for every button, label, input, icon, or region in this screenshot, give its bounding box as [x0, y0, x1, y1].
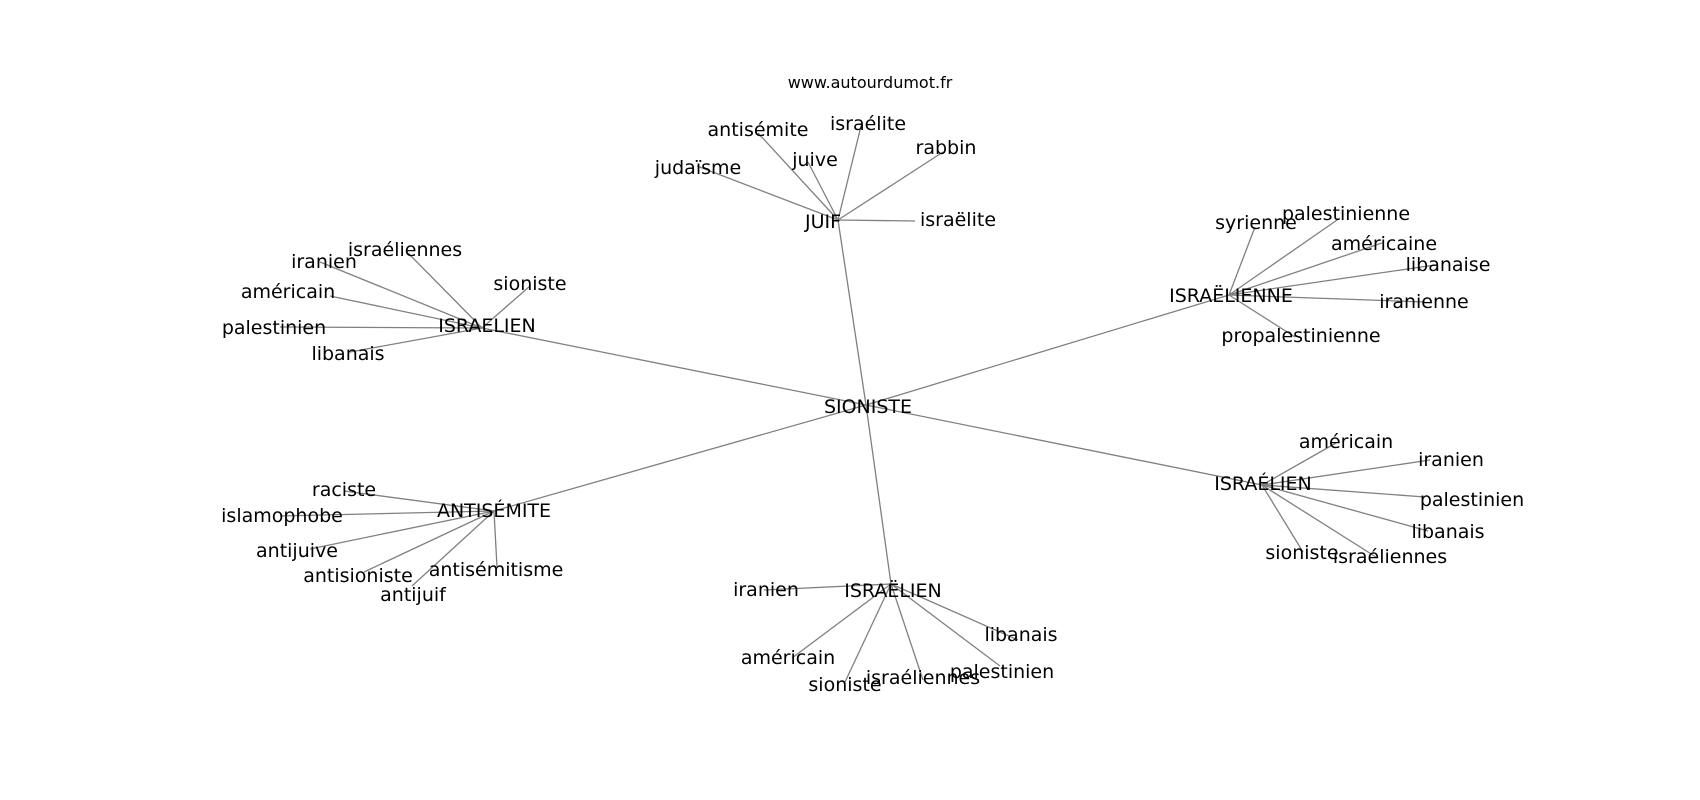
edge-root-cluster-5 [493, 404, 867, 512]
graph-labels: SIONISTE JUIF judaïsme antisémite juive israé… [221, 113, 1524, 696]
edge-cluster-3-child-0 [1261, 442, 1337, 486]
edge-cluster-2-child-1 [1228, 217, 1341, 296]
edge-cluster-3-child-4 [1261, 484, 1377, 558]
leaf-node-label[interactable]: israéliennes [1333, 546, 1447, 568]
edge-cluster-4-child-5 [890, 583, 924, 681]
leaf-node-label[interactable]: israéliennes [866, 667, 980, 689]
leaf-node-label[interactable]: palestinien [222, 317, 326, 339]
edge-cluster-0-child-4 [837, 151, 944, 221]
leaf-node-label[interactable]: antisioniste [303, 565, 413, 587]
leaf-node-label[interactable]: palestinienne [1282, 203, 1410, 225]
root-node-label[interactable]: SIONISTE [824, 396, 912, 418]
edge-cluster-4-child-2 [791, 583, 892, 659]
edge-cluster-2-child-2 [1228, 242, 1383, 296]
leaf-node-label[interactable]: propalestinienne [1221, 325, 1380, 347]
edge-cluster-3-child-2 [1261, 484, 1426, 498]
leaf-node-label[interactable]: iranien [291, 251, 357, 273]
leaf-node-label[interactable]: juive [791, 149, 838, 171]
leaf-node-label[interactable]: libanaise [1406, 254, 1491, 276]
edge-cluster-0-child-3 [837, 121, 863, 221]
leaf-node-label[interactable]: judaïsme [654, 157, 741, 179]
edge-cluster-1-child-3 [329, 295, 483, 329]
edge-cluster-3-child-3 [1261, 484, 1429, 532]
leaf-node-label[interactable]: rabbin [916, 137, 977, 159]
edge-cluster-1-child-5 [349, 327, 483, 353]
leaf-node-label[interactable]: libanais [984, 624, 1057, 646]
leaf-node-label[interactable]: islamophobe [221, 505, 343, 527]
leaf-node-label[interactable]: sioniste [1265, 542, 1338, 564]
edge-cluster-2-child-4 [1228, 294, 1426, 303]
edge-cluster-5-child-4 [411, 510, 495, 587]
edge-cluster-1-child-2 [481, 285, 531, 329]
leaf-node-label[interactable]: antisémite [708, 119, 809, 141]
cluster-node-label[interactable]: ANTISÉMITE [437, 499, 551, 522]
leaf-node-label[interactable]: antijuive [256, 540, 338, 562]
edge-cluster-5-child-2 [309, 510, 495, 550]
leaf-node-label[interactable]: iranien [733, 579, 799, 601]
edge-cluster-3-child-5 [1261, 484, 1304, 553]
edge-cluster-2-child-3 [1228, 264, 1436, 296]
graph-edges [279, 121, 1436, 683]
edge-cluster-4-child-0 [763, 583, 892, 591]
leaf-node-label[interactable]: américain [741, 647, 835, 669]
edge-root-cluster-3 [865, 404, 1263, 486]
edge-cluster-0-child-2 [807, 161, 839, 221]
edge-cluster-5-child-1 [279, 510, 495, 517]
leaf-node-label[interactable]: sioniste [808, 674, 881, 696]
leaf-node-label[interactable]: américain [241, 281, 335, 303]
edge-root-cluster-2 [865, 294, 1230, 406]
edge-cluster-0-child-5 [837, 219, 916, 222]
leaf-node-label[interactable]: antijuif [380, 584, 447, 606]
leaf-node-label[interactable]: israélite [830, 113, 906, 135]
edge-cluster-4-child-3 [890, 583, 1001, 667]
leaf-node-label[interactable]: iranienne [1379, 291, 1469, 313]
edge-cluster-1-child-4 [279, 326, 483, 329]
cluster-node-label[interactable]: ISRAÉLIEN [1214, 472, 1312, 495]
edge-cluster-2-child-5 [1228, 294, 1296, 338]
leaf-node-label[interactable]: syrienne [1215, 212, 1297, 234]
cluster-node-label[interactable]: ISRAËLIEN [844, 579, 942, 602]
leaf-node-label[interactable]: libanais [1411, 521, 1484, 543]
site-watermark[interactable]: www.autourdumot.fr [788, 73, 953, 92]
edge-root-cluster-4 [865, 404, 892, 585]
edge-cluster-1-child-1 [407, 252, 483, 329]
cluster-node-label[interactable]: JUIF [804, 211, 841, 233]
leaf-node-label[interactable]: américaine [1331, 233, 1437, 255]
edge-root-cluster-0 [837, 219, 867, 406]
leaf-node-label[interactable]: sioniste [493, 273, 566, 295]
leaf-node-label[interactable]: libanais [311, 343, 384, 365]
leaf-node-label[interactable]: israéliennes [348, 239, 462, 261]
edge-root-cluster-1 [481, 327, 867, 406]
leaf-node-label[interactable]: iranien [1418, 449, 1484, 471]
leaf-node-label[interactable]: palestinien [1420, 489, 1524, 511]
leaf-node-label[interactable]: américain [1299, 431, 1393, 453]
edge-cluster-4-child-4 [844, 583, 892, 683]
cluster-node-label[interactable]: ISRAËLIENNE [1169, 284, 1293, 307]
edge-cluster-0-child-0 [696, 165, 839, 221]
edge-cluster-4-child-1 [890, 583, 1019, 641]
cluster-node-label[interactable]: ISRAELIEN [438, 315, 536, 337]
edge-cluster-3-child-1 [1261, 459, 1431, 486]
edge-cluster-5-child-0 [343, 490, 495, 512]
leaf-node-label[interactable]: antisémitisme [429, 559, 564, 581]
leaf-node-label[interactable]: raciste [312, 479, 376, 501]
edge-cluster-0-child-1 [757, 132, 839, 221]
edge-cluster-1-child-0 [319, 261, 483, 329]
leaf-node-label[interactable]: israëlite [920, 209, 996, 231]
edge-cluster-2-child-0 [1228, 226, 1256, 296]
edge-cluster-5-child-5 [493, 510, 498, 568]
leaf-node-label[interactable]: palestinien [950, 661, 1054, 683]
edge-cluster-5-child-3 [363, 510, 495, 573]
